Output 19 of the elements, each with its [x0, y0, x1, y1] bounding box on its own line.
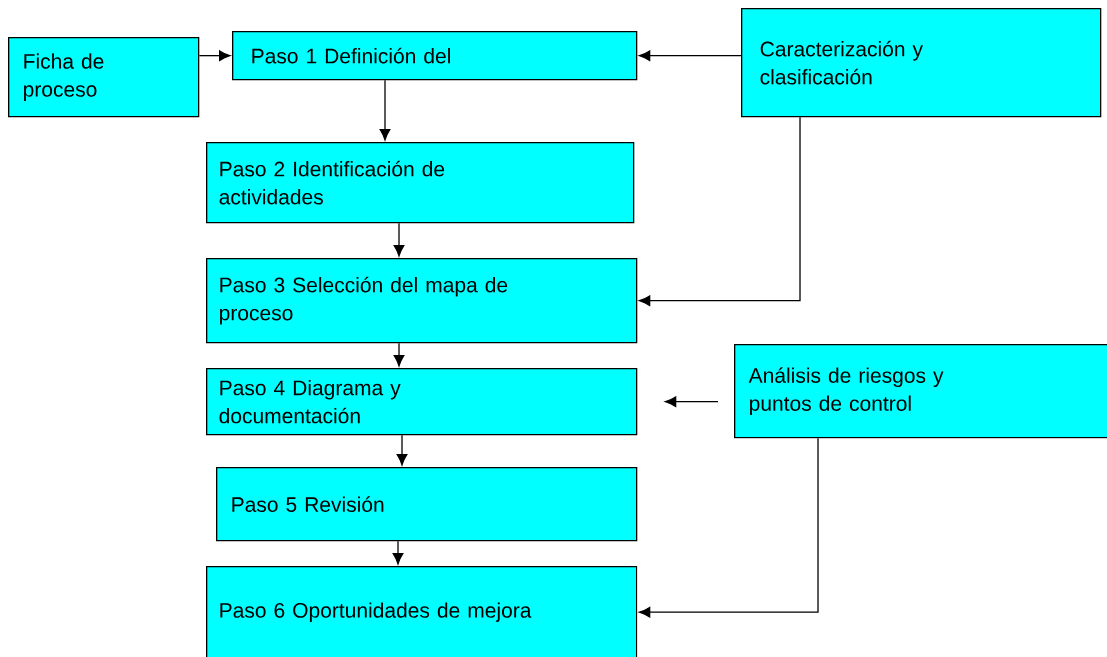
- arrow: [638, 116, 801, 307]
- arrow: [638, 437, 819, 618]
- process-box: Análisis de riesgos y puntos de control: [734, 344, 1107, 439]
- arrow: [396, 434, 408, 466]
- arrow: [198, 50, 231, 62]
- process-box: Caracterización y clasificación: [741, 8, 1102, 118]
- arrow: [393, 342, 405, 367]
- arrow: [638, 50, 742, 62]
- process-box: Paso 3 Selección del mapa de proceso: [206, 258, 638, 344]
- arrow: [664, 396, 719, 408]
- arrow: [392, 540, 404, 565]
- process-box: Paso 1 Definición del: [232, 31, 638, 81]
- arrow: [379, 79, 391, 141]
- process-box: Paso 5 Revisión: [216, 467, 638, 542]
- arrow: [393, 222, 405, 257]
- process-box: Paso 4 Diagrama y documentación: [206, 368, 638, 436]
- process-box: Paso 2 Identificación de actividades: [206, 142, 635, 224]
- process-box: Ficha de proceso: [8, 37, 200, 118]
- process-box: Paso 6 Oportunidades de mejora: [206, 566, 638, 657]
